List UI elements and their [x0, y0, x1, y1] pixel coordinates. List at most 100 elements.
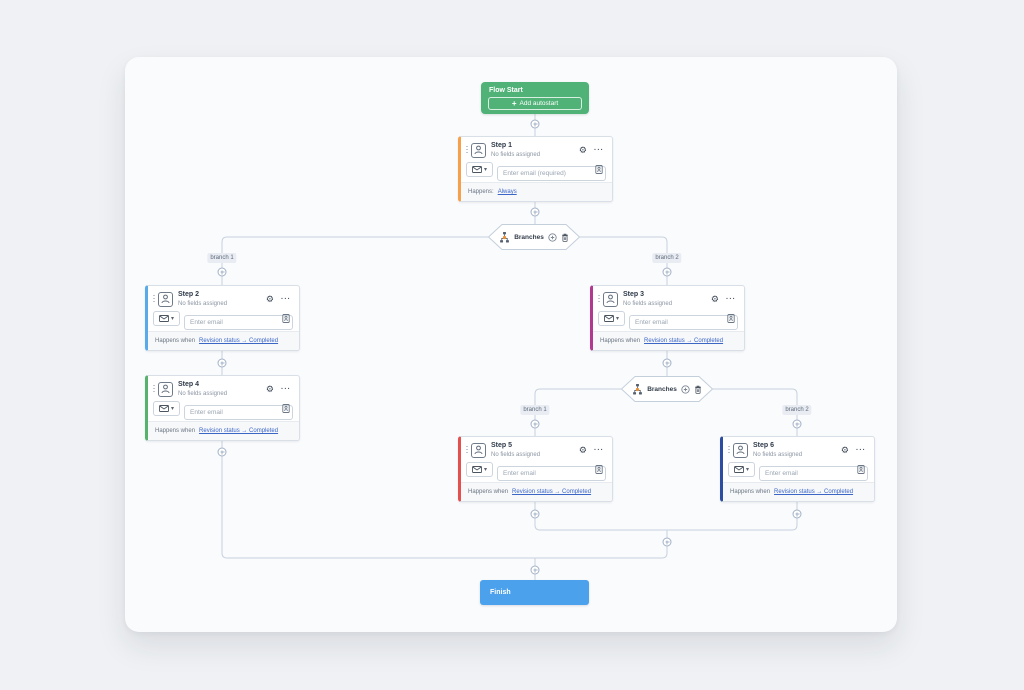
gear-icon[interactable]: ⚙ — [265, 383, 274, 394]
chevron-down-icon: ▾ — [745, 466, 749, 473]
step-card-2[interactable]: Step 2 No fields assigned ⚙ ··· ▾ Happen… — [145, 285, 300, 351]
happens-footer: Happens when Revision status → Completed — [593, 331, 744, 350]
happens-condition-link[interactable]: Revision status → Completed — [512, 489, 592, 495]
email-input[interactable] — [497, 166, 606, 181]
step-card-body: Step 3 No fields assigned ⚙ ··· ▾ — [593, 286, 744, 331]
more-options-icon[interactable]: ··· — [594, 146, 604, 154]
happens-footer: Happens when Revision status → Completed — [723, 482, 874, 501]
connector-add-button[interactable] — [530, 207, 540, 217]
step-card-3[interactable]: Step 3 No fields assigned ⚙ ··· ▾ Happen… — [590, 285, 745, 351]
more-options-icon[interactable]: ··· — [726, 295, 736, 303]
step-card-4[interactable]: Step 4 No fields assigned ⚙ ··· ▾ Happen… — [145, 375, 300, 441]
happens-condition-link[interactable]: Always — [497, 189, 517, 195]
step-title: Step 5 — [491, 442, 513, 449]
delete-branch-icon[interactable] — [694, 385, 702, 394]
happens-condition-link[interactable]: Revision status → Completed — [199, 338, 279, 344]
flow-start-node[interactable]: Flow Start + Add autostart — [481, 82, 589, 114]
email-input[interactable] — [184, 405, 293, 420]
add-branch-icon[interactable] — [681, 384, 690, 394]
step-title: Step 6 — [753, 442, 775, 449]
branches-node-1[interactable]: Branches — [488, 224, 580, 250]
contacts-book-icon[interactable] — [595, 165, 603, 174]
drag-handle[interactable] — [153, 384, 155, 394]
email-input[interactable] — [629, 315, 738, 330]
branch-label: branch 1 — [520, 405, 550, 415]
branches-icon — [633, 383, 643, 394]
contacts-book-icon[interactable] — [727, 314, 735, 323]
connector-add-button[interactable] — [530, 509, 540, 519]
branches-label: Branches — [514, 233, 544, 241]
connector-add-button[interactable] — [217, 358, 227, 368]
more-options-icon[interactable]: ··· — [281, 295, 291, 303]
connector-add-button[interactable] — [662, 267, 672, 277]
add-branch-icon[interactable] — [548, 232, 557, 242]
recipient-type-select[interactable]: ▾ — [153, 311, 180, 326]
flow-canvas[interactable]: Flow Start + Add autostart Step 1 No fie… — [125, 57, 897, 632]
delete-branch-icon[interactable] — [561, 233, 569, 242]
happens-condition-link[interactable]: Revision status → Completed — [644, 338, 724, 344]
gear-icon[interactable]: ⚙ — [265, 293, 274, 304]
drag-handle[interactable] — [466, 145, 468, 155]
step-card-6[interactable]: Step 6 No fields assigned ⚙ ··· ▾ Happen… — [720, 436, 875, 502]
gear-icon[interactable]: ⚙ — [840, 444, 849, 455]
add-autostart-button[interactable]: + Add autostart — [488, 97, 582, 110]
more-options-icon[interactable]: ··· — [281, 385, 291, 393]
branches-icon — [500, 231, 510, 242]
drag-handle[interactable] — [598, 294, 600, 304]
recipient-type-select[interactable]: ▾ — [598, 311, 625, 326]
gear-icon[interactable]: ⚙ — [578, 444, 587, 455]
gear-icon[interactable]: ⚙ — [578, 144, 587, 155]
happens-footer: Happens when Revision status → Completed — [148, 421, 299, 440]
envelope-icon — [734, 466, 744, 473]
email-input[interactable] — [184, 315, 293, 330]
email-input[interactable] — [759, 466, 868, 481]
happens-condition-link[interactable]: Revision status → Completed — [774, 489, 854, 495]
more-options-icon[interactable]: ··· — [856, 446, 866, 454]
step-card-body: Step 2 No fields assigned ⚙ ··· ▾ — [148, 286, 299, 331]
step-subtitle: No fields assigned — [491, 452, 541, 458]
connector-add-button[interactable] — [792, 419, 802, 429]
happens-footer: Happens when Revision status → Completed — [148, 331, 299, 350]
step-card-1[interactable]: Step 1 No fields assigned ⚙ ··· ▾ Happen… — [458, 136, 613, 202]
contacts-book-icon[interactable] — [282, 404, 290, 413]
step-card-5[interactable]: Step 5 No fields assigned ⚙ ··· ▾ Happen… — [458, 436, 613, 502]
branches-node-2[interactable]: Branches — [621, 376, 713, 402]
drag-handle[interactable] — [728, 445, 730, 455]
step-subtitle: No fields assigned — [491, 152, 541, 158]
plus-icon: + — [511, 98, 517, 108]
gear-icon[interactable]: ⚙ — [710, 293, 719, 304]
happens-condition-link[interactable]: Revision status → Completed — [199, 428, 279, 434]
connector-add-button[interactable] — [530, 419, 540, 429]
more-options-icon[interactable]: ··· — [594, 446, 604, 454]
happens-label: Happens when — [468, 489, 509, 495]
contacts-book-icon[interactable] — [282, 314, 290, 323]
happens-label: Happens when — [155, 428, 196, 434]
envelope-icon — [472, 466, 482, 473]
step-card-body: Step 4 No fields assigned ⚙ ··· ▾ — [148, 376, 299, 421]
recipient-type-select[interactable]: ▾ — [466, 162, 493, 177]
hexagon-shape — [488, 224, 580, 250]
step-card-body: Step 5 No fields assigned ⚙ ··· ▾ — [461, 437, 612, 482]
drag-handle[interactable] — [466, 445, 468, 455]
recipient-type-select[interactable]: ▾ — [728, 462, 755, 477]
avatar-icon — [158, 291, 173, 307]
connector-add-button[interactable] — [662, 537, 672, 547]
connector-add-button[interactable] — [530, 565, 540, 575]
drag-handle[interactable] — [153, 294, 155, 304]
connector-add-button[interactable] — [530, 119, 540, 129]
recipient-type-select[interactable]: ▾ — [153, 401, 180, 416]
connector-add-button[interactable] — [217, 267, 227, 277]
flow-start-title: Flow Start — [489, 87, 523, 94]
email-input[interactable] — [497, 466, 606, 481]
finish-node[interactable]: Finish — [480, 580, 589, 605]
recipient-type-select[interactable]: ▾ — [466, 462, 493, 477]
connector-add-button[interactable] — [792, 509, 802, 519]
connector-add-button[interactable] — [662, 358, 672, 368]
contacts-book-icon[interactable] — [595, 465, 603, 474]
contacts-book-icon[interactable] — [857, 465, 865, 474]
step-title: Step 2 — [178, 291, 200, 298]
step-subtitle: No fields assigned — [753, 452, 803, 458]
step-title: Step 4 — [178, 381, 200, 388]
connector-add-button[interactable] — [217, 447, 227, 457]
